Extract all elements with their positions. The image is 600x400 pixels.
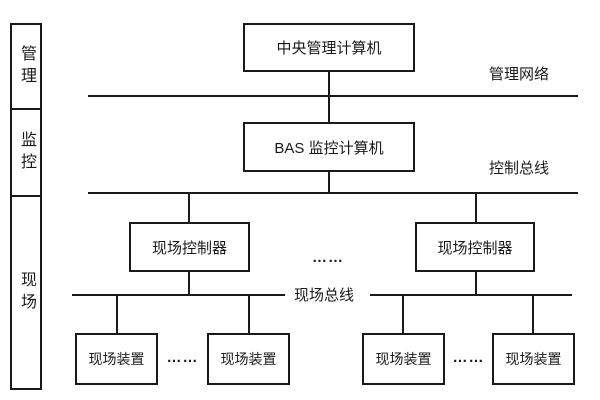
node-field-controller-left: 现场控制器	[129, 222, 250, 272]
node-field-controller-right-label: 现场控制器	[437, 239, 513, 257]
field-bus-line-left	[72, 294, 285, 296]
ellipsis-between-devices-left: ……	[166, 349, 199, 366]
node-field-device-2: 现场装置	[207, 333, 290, 385]
ellipsis-between-controllers: ……	[312, 249, 344, 266]
connector-field-bus-to-device-3	[402, 295, 404, 333]
node-field-device-1-label: 现场装置	[88, 351, 145, 367]
control-bus-line	[88, 192, 578, 194]
layer-label-field: 现场	[18, 270, 35, 315]
connector-control-bus-to-right-controller	[475, 193, 477, 222]
node-bas-monitoring-computer: BAS 监控计算机	[243, 122, 415, 172]
control-bus-label: 控制总线	[489, 160, 550, 177]
node-field-device-1: 现场装置	[75, 333, 158, 385]
layer-sidebar: 管理 监控 现场	[10, 23, 42, 390]
connector-central-to-bas	[328, 72, 330, 122]
node-field-device-4: 现场装置	[492, 333, 575, 385]
connector-left-controller-to-field-bus	[188, 272, 190, 295]
node-central-management-computer-label: 中央管理计算机	[276, 40, 382, 57]
node-central-management-computer: 中央管理计算机	[243, 23, 415, 72]
node-bas-monitoring-computer-label: BAS 监控计算机	[274, 139, 384, 157]
field-bus-label: 现场总线	[294, 287, 355, 304]
layer-cell-field: 现场	[12, 197, 40, 388]
connector-control-bus-to-left-controller	[188, 193, 190, 222]
node-field-device-3-label: 现场装置	[375, 351, 432, 367]
node-field-device-3: 现场装置	[362, 333, 445, 385]
field-bus-line-right	[370, 294, 572, 296]
connector-right-controller-to-field-bus	[475, 272, 477, 295]
node-field-device-4-label: 现场装置	[505, 351, 562, 367]
node-field-controller-left-label: 现场控制器	[151, 239, 227, 257]
ellipsis-between-devices-right: ……	[452, 349, 485, 366]
connector-field-bus-to-device-4	[532, 295, 534, 333]
connector-field-bus-to-device-1	[116, 295, 118, 333]
layer-cell-monitoring: 监控	[12, 110, 40, 197]
layer-label-monitoring: 监控	[18, 130, 35, 175]
management-network-line	[88, 95, 578, 97]
connector-bas-to-control-bus	[328, 172, 330, 193]
management-network-label: 管理网络	[489, 66, 550, 83]
node-field-controller-right: 现场控制器	[415, 222, 535, 272]
layer-cell-management: 管理	[12, 25, 40, 110]
node-field-device-2-label: 现场装置	[220, 351, 277, 367]
connector-field-bus-to-device-2	[248, 295, 250, 333]
layer-label-management: 管理	[18, 44, 35, 89]
